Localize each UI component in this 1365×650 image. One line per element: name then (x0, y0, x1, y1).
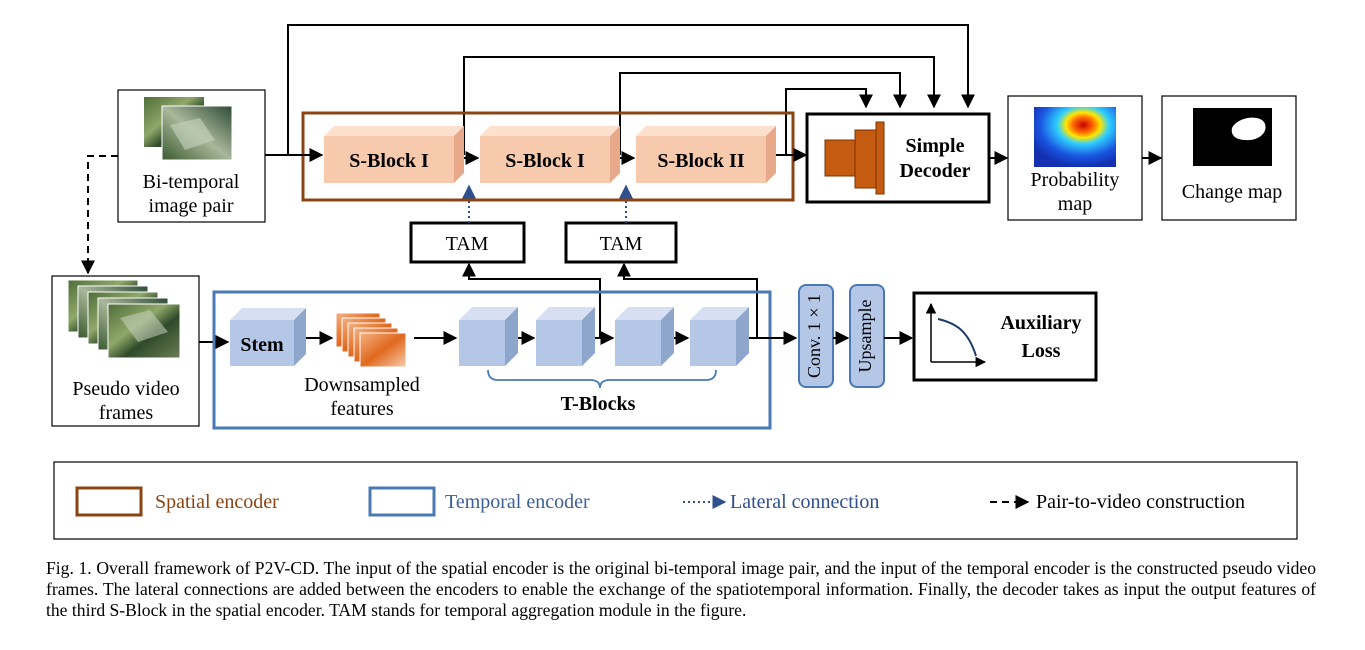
skip-block1-to-decoder (463, 56, 941, 155)
spatial-encoder-frame (301, 111, 795, 202)
decoder-label-line2: Decoder (899, 160, 970, 182)
auxiliary-loss-box: Auxiliary Loss (912, 291, 1098, 382)
change-map-image (1193, 108, 1272, 166)
s-block-3-label: S-Block II (657, 150, 744, 172)
decoder-block-3 (875, 121, 885, 195)
t-block-4 (690, 307, 749, 366)
bitemporal-label-line1: Bi-temporal (143, 171, 240, 193)
legend-spatial-label: Spatial encoder (155, 491, 279, 513)
legend-spatial-swatch (75, 486, 143, 517)
tam-2-label: TAM (600, 233, 643, 255)
downsampled-label-line2: features (330, 398, 394, 420)
probability-heatmap (1034, 107, 1116, 167)
skip-input-to-decoder (287, 24, 975, 155)
s-block-2-label: S-Block I (505, 150, 585, 172)
pseudo-video-label-line2: frames (99, 402, 154, 424)
legend-lateral-label: Lateral connection (730, 491, 879, 513)
aux-loss-label-line2: Loss (1022, 340, 1061, 362)
loss-curve-icon (925, 302, 987, 368)
skip-block3-to-decoder (785, 88, 873, 155)
change-map-box: Change map (1161, 95, 1297, 221)
pseudo-video-box: Pseudo video frames (51, 275, 200, 427)
pair-to-video-connection (81, 155, 118, 275)
legend: Spatial encoder Temporal encoder Lateral… (53, 461, 1298, 540)
tam-2: TAM (564, 221, 678, 264)
conv-1x1-block: Conv. 1 × 1 (798, 284, 834, 388)
simple-decoder-box: Simple Decoder (805, 112, 991, 204)
conv-label: Conv. 1 × 1 (804, 294, 824, 378)
pseudo-video-label-line1: Pseudo video (72, 378, 179, 400)
aux-loss-label-line1: Auxiliary (1000, 312, 1081, 334)
t-block-3 (615, 307, 674, 366)
t-block-1 (459, 307, 518, 366)
upsample-label: Upsample (855, 299, 875, 372)
decoder-label-line1: Simple (906, 135, 965, 157)
figure-caption: Fig. 1. Overall framework of P2V-CD. The… (46, 558, 1316, 620)
s-block-1: S-Block I (324, 126, 464, 183)
probability-map-box: Probability map (1007, 95, 1143, 221)
t-blocks-brace (487, 369, 717, 389)
s-block-3: S-Block II (636, 126, 776, 183)
stem-label: Stem (240, 334, 284, 356)
legend-temporal-swatch (368, 486, 436, 517)
downsampled-label-line1: Downsampled (304, 374, 420, 396)
video-frame-stack (67, 279, 181, 359)
s-block-2: S-Block I (480, 126, 620, 183)
s-block-1-label: S-Block I (349, 150, 429, 172)
temporal-encoder-frame (212, 290, 772, 430)
change-map-label: Change map (1182, 181, 1283, 203)
probability-label-line1: Probability (1031, 169, 1120, 191)
decoder-block-1 (824, 139, 856, 177)
bitemporal-input-box: Bi-temporal image pair (117, 89, 266, 223)
legend-pair-to-video-label: Pair-to-video construction (1036, 491, 1245, 513)
legend-temporal-label: Temporal encoder (445, 491, 590, 513)
t-blocks-label: T-Blocks (561, 393, 636, 415)
decoder-block-2 (854, 129, 877, 189)
tam-1-label: TAM (446, 233, 489, 255)
probability-label-line2: map (1058, 193, 1092, 215)
downsampled-features-stack (335, 312, 407, 368)
t-block-2 (536, 307, 595, 366)
bitemporal-label-line2: image pair (149, 195, 234, 217)
stem-block: Stem (230, 308, 306, 366)
tam-1: TAM (409, 221, 526, 264)
upsample-block: Upsample (849, 284, 885, 388)
